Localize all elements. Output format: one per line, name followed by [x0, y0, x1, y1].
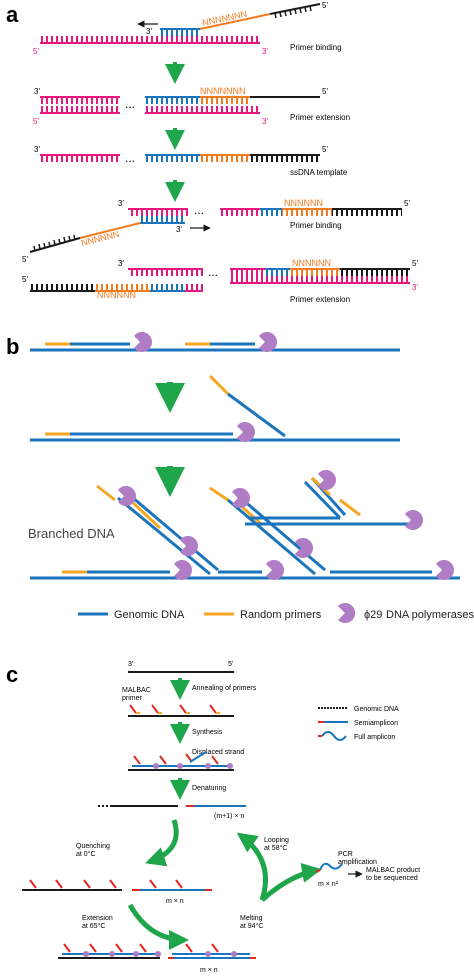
strand-3-label: 3' [118, 199, 124, 208]
panel-c-legend: Genomic DNA Semiamplicon Full amplicon [318, 706, 399, 741]
polymerase-icon [266, 560, 284, 580]
step-label: Primer extension [290, 113, 350, 122]
product-label: to be sequenced [366, 875, 418, 882]
polymerase-icon [338, 603, 356, 624]
product-label: MALBAC product [366, 867, 420, 874]
svg-text:...: ... [125, 151, 135, 165]
strand-5-label: 5' [412, 259, 418, 268]
quenching-label: at 0°C [76, 850, 96, 858]
polymerase-icon [134, 332, 152, 353]
malbac-primer-label: primer [122, 695, 143, 702]
step-label: Primer binding [290, 43, 342, 52]
polymerase-icon [295, 538, 313, 559]
strand-5-label: 5' [33, 47, 39, 56]
strand-5-label: 5' [322, 145, 328, 154]
extension-label: at 65°C [82, 922, 105, 930]
strand-5-label: 5' [322, 1, 328, 10]
legend-semiamplicon: Semiamplicon [354, 720, 398, 727]
panel-b-label: b [6, 334, 19, 359]
polymerase-icon [174, 560, 193, 580]
full-amplicon-icon [319, 862, 343, 871]
cycle-arrow-icon [236, 832, 268, 901]
cycle-arrow-icon [260, 862, 322, 902]
polymerase-icon [405, 510, 423, 530]
strand-3-label: 3' [146, 27, 152, 36]
mxn-label: m × n [166, 898, 184, 905]
synthesis-label: Synthesis [192, 729, 223, 736]
panel-b-legend: Genomic DNA Random primers ϕ29 DNA polym… [78, 603, 474, 624]
strand-3-label: 3' [262, 117, 268, 126]
full-amplicon-icon [321, 731, 347, 741]
branched-dna-label: Branched DNA [28, 526, 115, 541]
panel-a-step4: NNNNNN ... NNNNNN 3' 5' 5' 3' Primer bin… [22, 198, 410, 264]
malbac-primer-label: MALBAC [122, 687, 151, 694]
legend-genomic: Genomic DNA [114, 609, 185, 621]
strand-3-label: 3' [262, 47, 268, 56]
strand-3-label: 3' [412, 283, 418, 292]
strand-3-label: 3' [34, 145, 40, 154]
polymerase-icon [318, 470, 336, 490]
quenching-label: Quenching [76, 843, 110, 850]
polymerase-icon [237, 422, 255, 442]
cycle-arrow-icon [145, 819, 179, 867]
strand-3-label: 3' [128, 661, 133, 668]
pcr-label: amplification [338, 859, 377, 866]
random-seq: NNNNNN [292, 258, 331, 268]
step-label: Primer extension [290, 295, 350, 304]
svg-text:...: ... [125, 97, 135, 111]
m1n-label: (m+1) × n [214, 813, 244, 820]
strand-5-label: 5' [404, 199, 410, 208]
polymerase-icon [118, 486, 136, 507]
panel-a-step3: ... 3' 5' ssDNA template [34, 145, 348, 177]
panel-a-label: a [6, 2, 19, 27]
strand-5-label: 5' [22, 275, 28, 284]
melting-label: at 94°C [240, 922, 263, 930]
mxn-bottom-label: m × n [200, 967, 218, 974]
looping-label: at 58°C [264, 844, 287, 852]
strand-5-label: 5' [33, 117, 39, 126]
strand-3-label: 3' [34, 87, 40, 96]
strand-5-label: 5' [22, 255, 28, 264]
strand-5-label: 5' [322, 87, 328, 96]
polymerase-icon [232, 488, 250, 509]
mxn2-label: m × n² [318, 881, 339, 888]
step-label: ssDNA template [290, 168, 348, 177]
legend-full: Full amplicon [354, 734, 395, 741]
strand-5-label: 5' [228, 661, 233, 668]
panel-b: b Branched DNA [6, 332, 474, 624]
annealing-label: Annealing of primers [192, 685, 257, 692]
legend-polymerase: DNA polymerases [386, 609, 474, 621]
phi29-label: ϕ29 [364, 609, 382, 621]
panel-a: a NNNNNNN 3' 5' 5' 3' Primer binding [6, 1, 418, 304]
random-seq: NNNNNN [97, 290, 136, 300]
panel-c-label: c [6, 662, 18, 687]
random-seq: NNNNNN [80, 229, 120, 248]
cycle-arrow-icon [127, 903, 189, 950]
panel-c: c 3' 5' Annealing of primers MALBAC prim… [6, 661, 420, 974]
legend-genomic: Genomic DNA [354, 706, 399, 713]
svg-text:...: ... [194, 203, 204, 217]
melting-label: Melting [240, 915, 263, 922]
polymerase-icon [259, 332, 277, 353]
extension-label: Extension [82, 915, 113, 922]
step-label: Primer binding [290, 221, 342, 230]
random-primer-seq: NNNNNNN [201, 9, 248, 28]
panel-a-step1: NNNNNNN 3' 5' 5' 3' Primer binding [33, 1, 342, 56]
strand-3-label: 3' [176, 225, 182, 234]
legend-primers: Random primers [240, 609, 322, 621]
looping-label: Looping [264, 837, 289, 844]
random-seq: NNNNNNN [200, 86, 246, 96]
displaced-label: Displaced strand [192, 749, 244, 756]
polymerase-icon [180, 536, 198, 556]
svg-text:...: ... [208, 265, 218, 279]
panel-a-step2: ... NNNNNNN 3' 5' 5' 3' Primer extension [33, 86, 350, 126]
random-seq: NNNNNN [284, 198, 323, 208]
panel-a-step5: NNNNNN ... NNNNNN 5' 3' 5' 3' Primer ext… [22, 258, 418, 304]
polymerase-icon [436, 560, 454, 580]
pcr-label: PCR [338, 851, 353, 858]
strand-3-label: 3' [118, 259, 124, 268]
denaturing-label: Denaturing [192, 785, 226, 792]
